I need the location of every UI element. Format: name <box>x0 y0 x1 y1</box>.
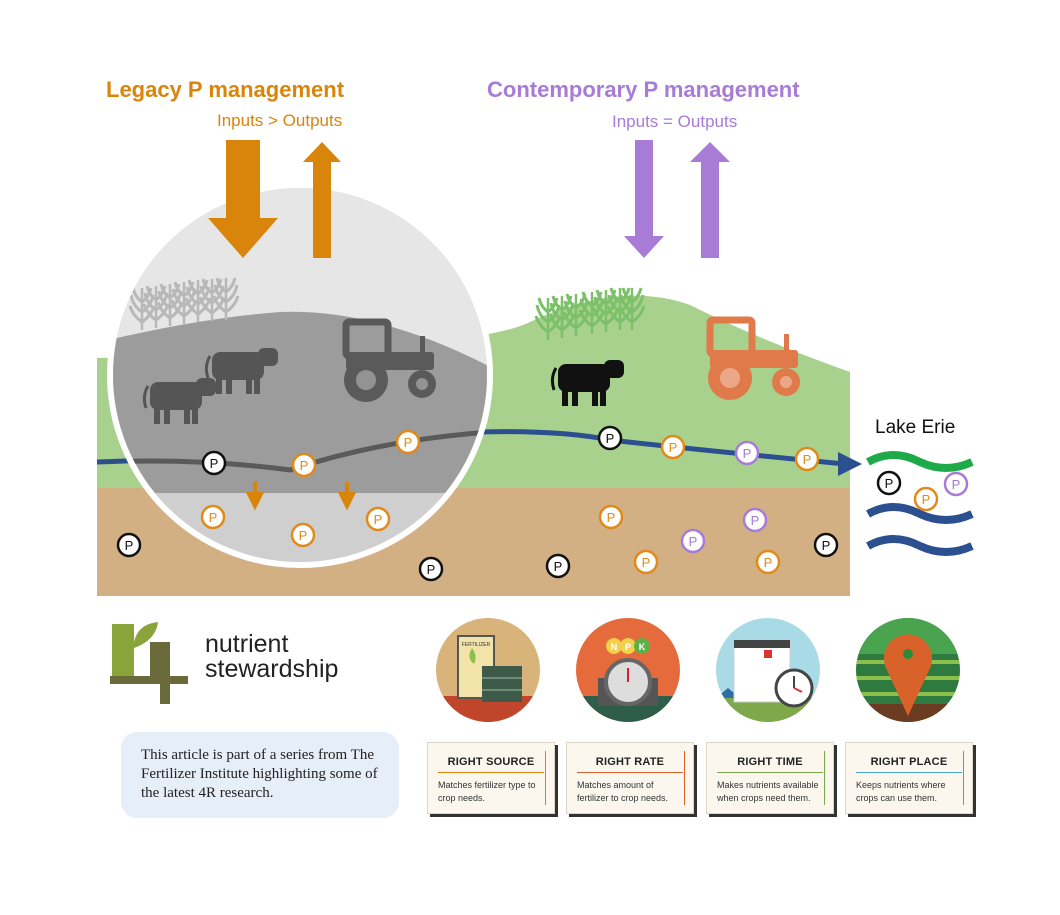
npk-k: K <box>639 642 646 652</box>
p-marker-label: P <box>606 431 615 446</box>
p-marker-label: P <box>751 513 760 528</box>
card-accent-bar <box>545 751 546 805</box>
p-marker-label: P <box>669 440 678 455</box>
p-marker: P <box>597 425 623 451</box>
p-marker-label: P <box>374 512 383 527</box>
river-arrowhead <box>838 452 862 476</box>
contemporary-input-arrow <box>624 140 664 258</box>
p-marker: P <box>913 486 939 512</box>
p-marker-label: P <box>689 534 698 549</box>
4r-icons: FERTILIZER N P K <box>436 618 960 722</box>
p-marker: P <box>365 506 391 532</box>
lake-wave-green <box>866 451 974 472</box>
p-marker-label: P <box>922 492 931 507</box>
p-marker: P <box>813 532 839 558</box>
brand-line-2: stewardship <box>205 655 339 683</box>
p-marker: P <box>943 471 969 497</box>
p-marker-label: P <box>125 538 134 553</box>
contemporary-output-arrow <box>690 142 730 258</box>
card-divider <box>438 772 544 773</box>
p-marker-label: P <box>803 452 812 467</box>
card-title: RIGHT TIME <box>737 756 803 768</box>
p-marker: P <box>200 504 226 530</box>
contemporary-title: Contemporary P management <box>487 77 800 102</box>
p-marker: P <box>680 528 706 554</box>
fertilizer-bag-icon: FERTILIZER <box>436 618 540 722</box>
p-marker: P <box>116 532 142 558</box>
p-marker-label: P <box>427 562 436 577</box>
p-marker-label: P <box>743 446 752 461</box>
legacy-output-arrow <box>303 142 341 258</box>
p-marker-label: P <box>299 528 308 543</box>
p-marker: P <box>418 556 444 582</box>
card-right-rate: RIGHT RATE Matches amount of fertilizer t… <box>566 742 694 814</box>
npk-p: P <box>625 642 631 652</box>
p-marker-label: P <box>554 559 563 574</box>
card-accent-bar <box>824 751 825 805</box>
card-accent-bar <box>684 751 685 805</box>
p-marker: P <box>598 504 624 530</box>
lake-erie-label: Lake Erie <box>875 417 956 438</box>
p-marker: P <box>794 446 820 472</box>
p-marker: P <box>660 434 686 460</box>
p-marker: P <box>755 549 781 575</box>
p-marker-label: P <box>209 510 218 525</box>
p-marker-label: P <box>300 458 309 473</box>
card-divider <box>577 772 683 773</box>
p-marker: P <box>201 450 227 476</box>
card-description: Matches amount of fertilizer to crop nee… <box>577 780 669 803</box>
p-marker-label: P <box>404 435 413 450</box>
p-marker: P <box>876 470 902 496</box>
series-note: This article is part of a series from Th… <box>121 732 399 818</box>
legacy-title: Legacy P management <box>106 77 345 102</box>
card-divider <box>856 772 962 773</box>
p-marker-label: P <box>642 555 651 570</box>
calendar-clock-icon <box>716 618 820 722</box>
brand-name: nutrient stewardship <box>205 632 338 682</box>
legacy-input-arrow <box>208 140 278 258</box>
p-marker: P <box>291 452 317 478</box>
series-note-text: This article is part of a series from Th… <box>141 747 378 801</box>
p-marker-label: P <box>885 476 894 491</box>
card-description: Makes nutrients available when crops nee… <box>717 780 819 803</box>
card-title: RIGHT SOURCE <box>447 756 535 768</box>
legacy-circle <box>107 182 493 568</box>
p-marker-label: P <box>822 538 831 553</box>
p-marker-label: P <box>764 555 773 570</box>
4r-logo-icon <box>110 622 188 704</box>
p-marker: P <box>742 507 768 533</box>
card-divider <box>717 772 823 773</box>
card-description: Matches fertilizer type to crop needs. <box>438 780 536 803</box>
scale-icon: N P K <box>576 618 680 722</box>
p-marker: P <box>633 549 659 575</box>
card-right-source: RIGHT SOURCE Matches fertilizer type to c… <box>427 742 555 814</box>
lake-wave-blue-1 <box>866 503 974 524</box>
p-marker: P <box>290 522 316 548</box>
fertilizer-bag-label: FERTILIZER <box>462 642 491 648</box>
contemporary-subtitle: Inputs = Outputs <box>612 112 738 131</box>
brand-line-1: nutrient <box>205 630 289 658</box>
p-marker: P <box>545 553 571 579</box>
card-right-place: RIGHT PLACE Keeps nutrients where crops c… <box>845 742 973 814</box>
p-marker-label: P <box>607 510 616 525</box>
card-title: RIGHT PLACE <box>870 756 948 768</box>
location-pin-icon <box>856 618 960 722</box>
p-marker: P <box>734 440 760 466</box>
p-marker-label: P <box>952 477 961 492</box>
legacy-subtitle: Inputs > Outputs <box>217 111 343 130</box>
lake-wave-blue-2 <box>866 535 974 556</box>
p-marker-label: P <box>210 456 219 471</box>
card-description: Keeps nutrients where crops can use them… <box>856 780 946 803</box>
p-marker: P <box>395 429 421 455</box>
card-title: RIGHT RATE <box>595 756 665 768</box>
landscape-diagram: P P P P P P P P P P P P P P P P P P P P P P <box>96 140 974 596</box>
card-accent-bar <box>963 751 964 805</box>
npk-n: N <box>611 642 618 652</box>
card-right-time: RIGHT TIME Makes nutrients available when… <box>706 742 834 814</box>
